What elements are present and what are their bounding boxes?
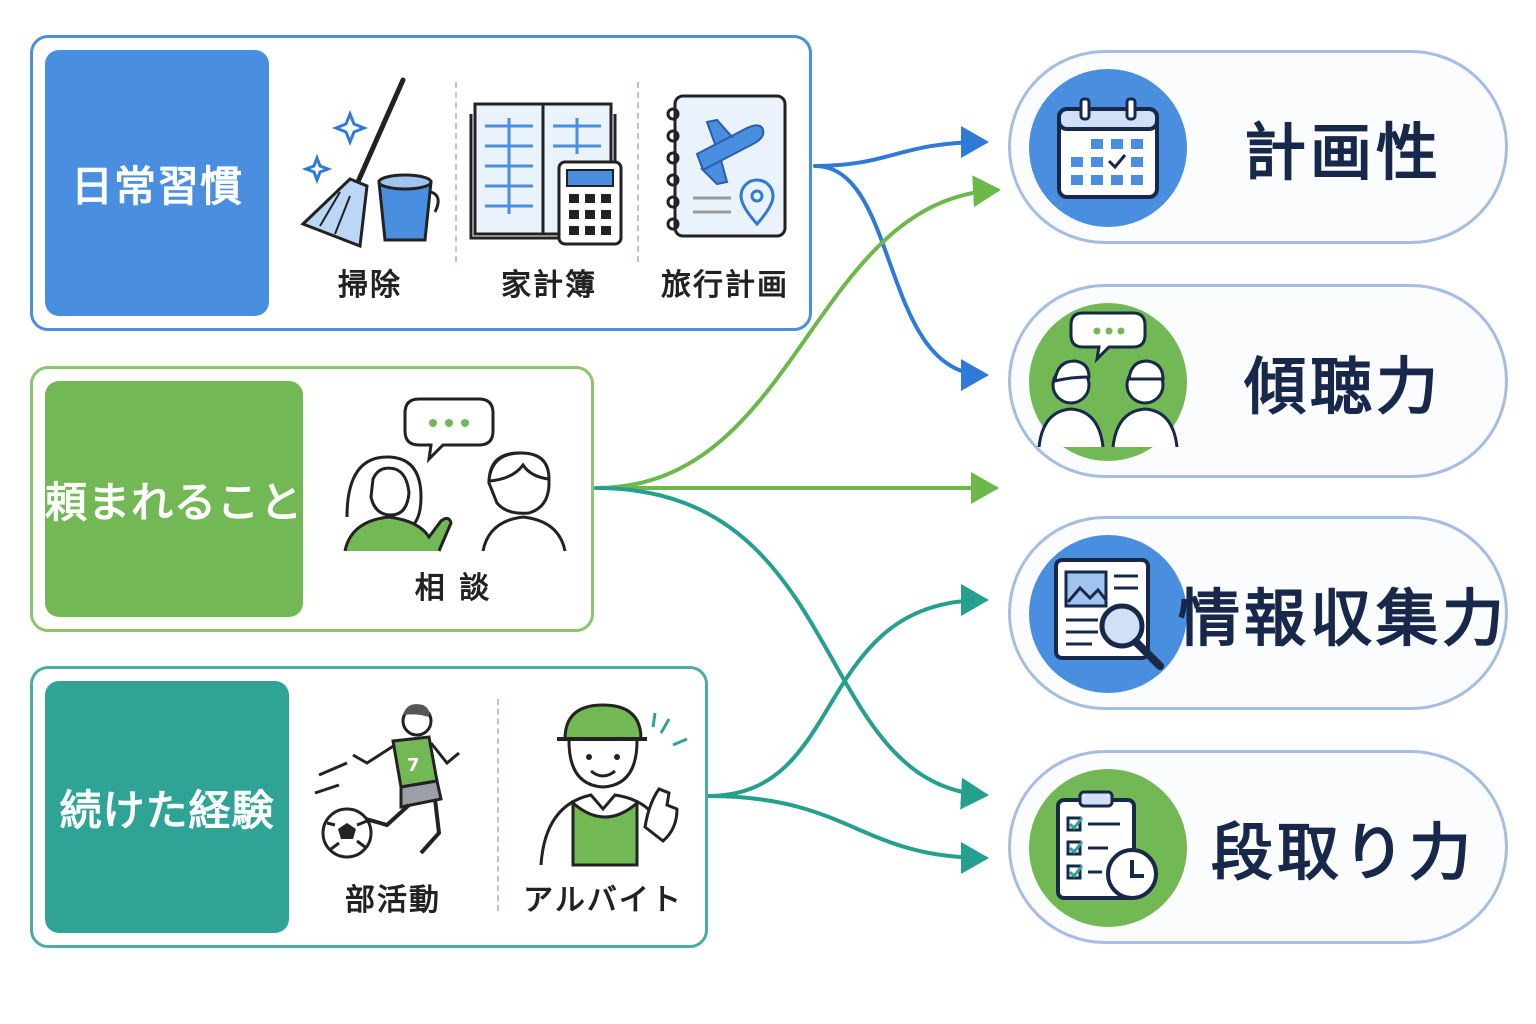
group-label-requested-tasks: 頼まれること <box>45 381 303 617</box>
svg-text:7: 7 <box>407 755 420 776</box>
flow-experience-to-arrangement <box>706 794 989 874</box>
skill-name-arrangement: 段取り力 <box>1210 816 1475 889</box>
group-continued-experience: 続けた経験 7 部活動 <box>30 666 708 948</box>
item-household-budget: 家計簿 <box>469 74 629 304</box>
skill-name-research: 情報収集力 <box>1178 582 1509 655</box>
flow-request-to-arrangement <box>594 486 989 810</box>
skill-icon-circle <box>1029 69 1187 227</box>
item-label-travel-plan: 旅行計画 <box>661 268 789 303</box>
flow-habit-to-planning <box>813 126 989 168</box>
document-search-icon <box>1054 558 1164 670</box>
item-consultation: 相 談 <box>333 387 573 607</box>
skill-icon-circle <box>1029 303 1187 461</box>
skill-name-listening: 傾聴力 <box>1243 350 1442 423</box>
item-cleaning: 掃除 <box>295 74 445 304</box>
separator <box>637 82 639 262</box>
skill-research: 情報収集力 <box>1008 516 1508 710</box>
separator <box>455 82 457 262</box>
flow-request-to-planning <box>594 175 1001 490</box>
item-part-time-job: アルバイト <box>513 699 693 919</box>
group-requested-tasks: 頼まれること 相 談 <box>30 366 594 632</box>
skill-arrangement: 段取り力 <box>1008 750 1508 944</box>
skill-planning: 計画性 <box>1008 50 1508 244</box>
ledger-calculator-icon <box>469 102 623 246</box>
conversation-icon <box>343 397 567 552</box>
item-label-cleaning: 掃除 <box>338 268 402 303</box>
checklist-clock-icon <box>1056 790 1158 900</box>
group-daily-habits: 日常習慣 掃除 <box>30 35 812 331</box>
group-label-daily-habits: 日常習慣 <box>45 50 269 316</box>
separator <box>497 699 499 911</box>
travel-planner-icon <box>666 94 787 238</box>
item-travel-plan: 旅行計画 <box>645 74 805 304</box>
flow-experience-to-research <box>706 584 989 798</box>
skill-name-planning: 計画性 <box>1243 116 1442 189</box>
skill-listening: 傾聴力 <box>1008 284 1508 478</box>
soccer-player-icon: 7 <box>314 704 460 859</box>
broom-bucket-icon <box>300 77 440 249</box>
item-label-consultation: 相 談 <box>414 571 492 606</box>
group-label-continued-experience: 続けた経験 <box>45 681 289 933</box>
flow-habit-to-listening <box>813 164 989 391</box>
calendar-icon <box>1057 97 1159 199</box>
part-time-worker-icon <box>539 703 688 867</box>
item-label-club-activity: 部活動 <box>345 883 441 918</box>
skill-icon-circle <box>1029 769 1187 927</box>
listening-people-icon <box>1037 311 1179 448</box>
skill-icon-circle <box>1029 535 1187 693</box>
item-label-part-time-job: アルバイト <box>523 883 683 918</box>
item-club-activity: 7 部活動 <box>313 699 473 919</box>
item-label-household-budget: 家計簿 <box>501 268 597 303</box>
